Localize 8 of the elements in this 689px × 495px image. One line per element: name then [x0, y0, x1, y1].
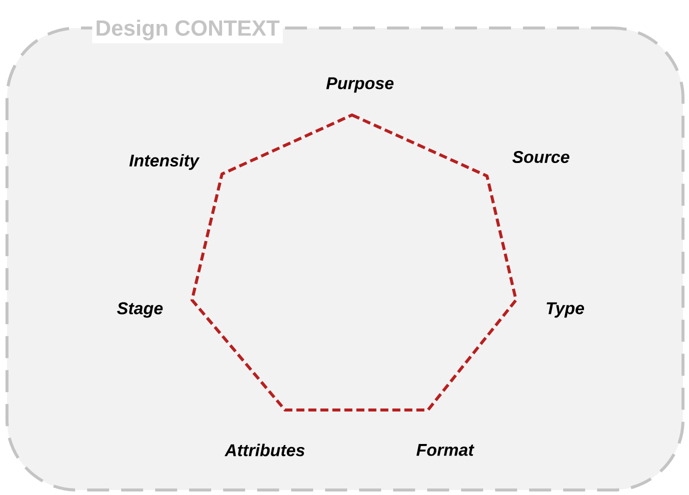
vertex-label: Purpose: [326, 77, 394, 93]
frame-title: Design CONTEXT: [92, 16, 283, 44]
vertex-label: Attributes: [224, 444, 305, 456]
vertex-label: Source: [512, 150, 570, 164]
vertex-label: Stage: [117, 302, 163, 318]
vertex-label: Intensity: [129, 154, 200, 170]
vertex-label: Format: [416, 444, 474, 456]
vertex-label: Type: [546, 302, 584, 318]
